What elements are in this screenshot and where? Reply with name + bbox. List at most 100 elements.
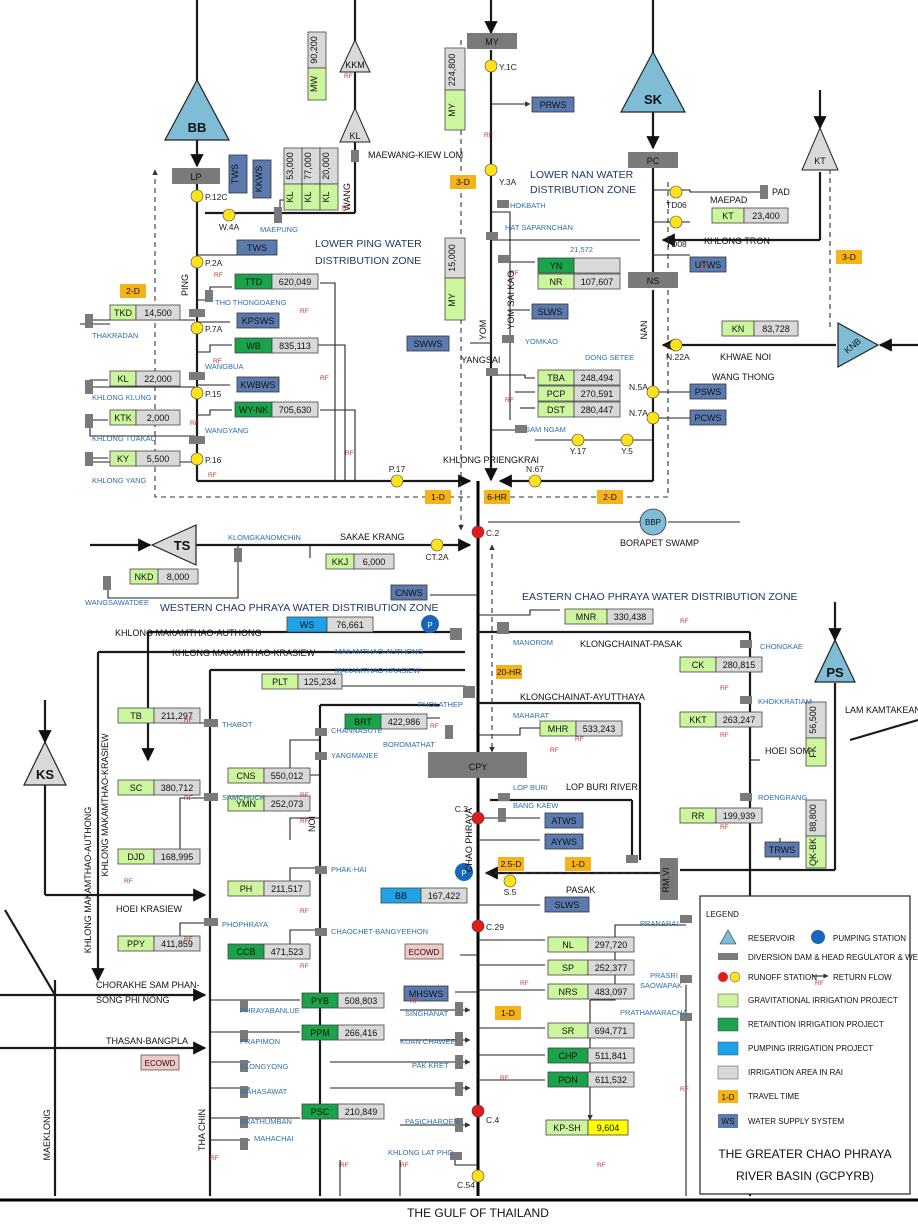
dam-rmvi[interactable]: RM.VI: [660, 858, 678, 900]
station-p16[interactable]: P.16: [190, 452, 222, 466]
station-ct2a[interactable]: CT.2A: [425, 538, 449, 562]
ws-swws[interactable]: SWWS: [406, 335, 450, 352]
ws-kkws[interactable]: KKWS: [252, 159, 272, 199]
dam-lp[interactable]: LP: [172, 168, 220, 184]
station-w4a[interactable]: W.4A: [219, 208, 240, 232]
irr-mw[interactable]: 90,200 MW: [307, 31, 327, 101]
irr-kl-3[interactable]: 20,000 KL: [319, 147, 339, 211]
ws-slws1[interactable]: SLWS: [531, 303, 569, 320]
station-c29[interactable]: C.29: [471, 919, 504, 933]
ws-prws[interactable]: PRWS: [531, 96, 575, 113]
borapet-swamp-node[interactable]: BBP: [639, 508, 667, 536]
pumping-station-ws[interactable]: P: [421, 615, 439, 633]
ws-psws[interactable]: PSWS: [689, 383, 727, 400]
reservoir-kt[interactable]: KT: [801, 126, 839, 171]
reservoir-bb[interactable]: BB: [164, 78, 230, 141]
station-s5[interactable]: S.5: [504, 874, 517, 897]
ws-atws[interactable]: ATWS: [544, 812, 584, 829]
ws-pcws[interactable]: PCWS: [689, 409, 727, 426]
ws-slws2[interactable]: SLWS: [544, 896, 590, 913]
ws-utws[interactable]: UTWS: [689, 256, 727, 273]
station-n5a[interactable]: N.5A: [629, 382, 660, 399]
station-p15[interactable]: P.15: [190, 386, 222, 400]
station-p12c[interactable]: P.12C: [190, 189, 228, 203]
station-td06[interactable]: TD06: [666, 185, 687, 210]
station-n22a[interactable]: N.22A: [666, 338, 690, 362]
station-c54[interactable]: C.54: [457, 1169, 485, 1190]
irr-kl-1[interactable]: 53,000 KL: [283, 147, 303, 211]
station-td08[interactable]: TD08: [666, 215, 687, 249]
station-c4[interactable]: C.4: [471, 1104, 500, 1125]
reservoir-ts[interactable]: TS: [150, 524, 197, 566]
station-y1c[interactable]: Y.1C: [484, 59, 517, 73]
reservoir-ks[interactable]: KS: [23, 740, 67, 786]
station-c3[interactable]: C.3: [455, 804, 485, 825]
dam-my[interactable]: MY: [467, 33, 517, 49]
station-p7a[interactable]: P.7A: [190, 321, 223, 335]
reservoir-kl[interactable]: KL: [339, 106, 371, 143]
irr-yn[interactable]: YN: [537, 257, 621, 274]
station-n7a[interactable]: N.7A: [629, 408, 660, 425]
irr-kl-2[interactable]: 77,000 KL: [301, 147, 321, 211]
reservoir-knb[interactable]: KNB: [837, 321, 880, 369]
station-y17[interactable]: Y.17: [570, 433, 587, 456]
ws-kpsws[interactable]: KPSWS: [236, 312, 280, 329]
irr-fk[interactable]: 56,500 FK: [805, 701, 827, 767]
dam-ns[interactable]: NS: [628, 272, 678, 288]
station-n67[interactable]: N.67: [526, 464, 544, 488]
dam-cpy[interactable]: CPY: [428, 752, 527, 778]
ws-mhsws[interactable]: MHSWS: [403, 985, 449, 1002]
dam-pc[interactable]: PC: [628, 152, 678, 168]
ws-cnws[interactable]: CNWS: [390, 584, 428, 601]
ecowd-a[interactable]: ECOWD: [404, 943, 444, 960]
station-p2a[interactable]: P.2A: [190, 255, 223, 269]
ws-kwbws[interactable]: KWBWS: [236, 376, 280, 393]
station-p17[interactable]: P.17: [389, 464, 406, 488]
ws-tws-1[interactable]: TWS: [228, 154, 248, 194]
reservoir-sk[interactable]: SK: [620, 50, 686, 113]
irr-qkbk[interactable]: 88,800 QK-BK: [805, 799, 827, 869]
irr-my-1[interactable]: 224,800 MY: [444, 47, 466, 131]
station-y5[interactable]: Y.5: [620, 433, 634, 456]
pumping-station-bb[interactable]: P: [455, 863, 473, 881]
ws-trws[interactable]: TRWS: [764, 841, 800, 858]
station-c2[interactable]: C.2: [471, 525, 500, 539]
